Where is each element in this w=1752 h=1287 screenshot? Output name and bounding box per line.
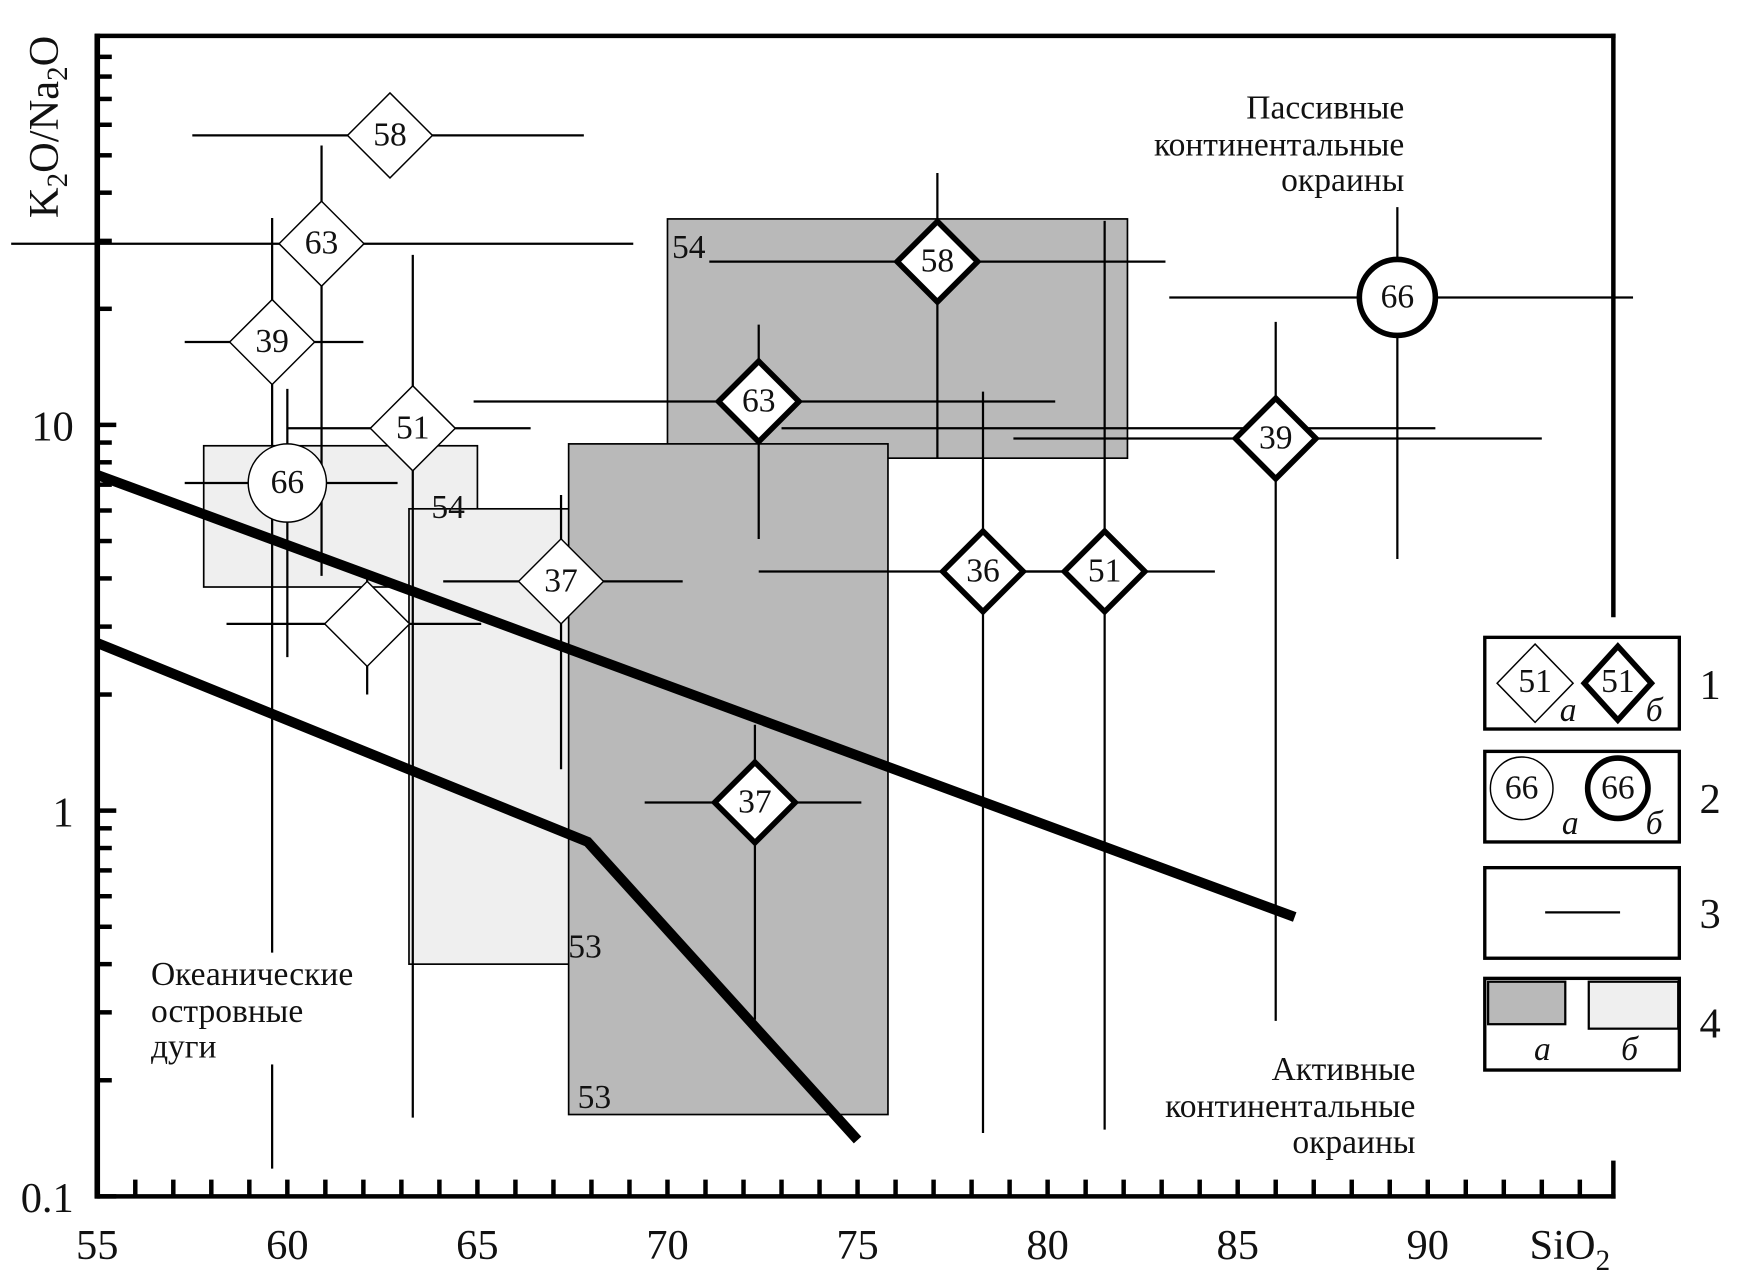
legend-item-3: 3 (1483, 865, 1721, 960)
annotation-passive: Пассивные континентальные окраины (1154, 90, 1404, 200)
legend-number: 1 (1699, 662, 1720, 709)
annotation-oceanic: Океанические островные дуги (143, 952, 367, 1066)
field-label: 53 (578, 1079, 612, 1116)
boundary-line (95, 638, 862, 1144)
field-label: 54 (672, 229, 706, 266)
x-tick-label: 85 (1216, 1222, 1258, 1269)
legend-field-b-swatch (1587, 980, 1680, 1030)
point-label: 51 (1088, 553, 1122, 590)
legend-number: 3 (1699, 891, 1720, 938)
y-tick-label: 1 (53, 789, 74, 836)
legend-sub-b: б (1646, 805, 1664, 842)
annotation-line: островные (151, 993, 303, 1030)
x-tick-label: 70 (646, 1222, 688, 1269)
legend-sample: 66 (1505, 769, 1539, 806)
point-label: 58 (373, 116, 407, 153)
legend-sample: 51 (1601, 663, 1635, 700)
field-label: 54 (431, 489, 465, 526)
legend-item-2: 66 66 а б 2 (1483, 749, 1721, 844)
annotation-line: дуги (151, 1029, 217, 1066)
axes (94, 33, 1616, 1199)
diamond-open-marker (323, 580, 411, 668)
legend-diamond-bold-icon (1580, 642, 1656, 725)
legend-item-1: 51 51 а б 1 (1483, 635, 1721, 731)
annotation-line: Пассивные (1246, 90, 1404, 127)
field-a-rect (567, 443, 889, 1116)
diamond-open-marker (278, 200, 366, 288)
legend-sample: 66 (1601, 769, 1635, 806)
diamond-bold-marker (893, 217, 982, 306)
point-label: 63 (742, 383, 776, 420)
diamond-open-marker (228, 298, 316, 386)
x-axis-label: SiO2 (1530, 1222, 1611, 1277)
legend-circle-open-icon (1489, 756, 1554, 821)
annotation-active: Активные континентальные окраины (1165, 1051, 1415, 1161)
legend-circle-bold-icon (1584, 755, 1651, 822)
legend-number: 4 (1699, 1001, 1720, 1048)
legend-sub-a: а (1560, 692, 1577, 729)
diamond-bold-marker (1060, 527, 1149, 616)
diamond-bold-marker (710, 758, 800, 847)
y-axis-label: K2O/Na2O (21, 36, 74, 218)
x-tick-label: 75 (836, 1222, 878, 1269)
point-label: 66 (1381, 279, 1415, 316)
point-label: 66 (271, 464, 305, 501)
point-label: 63 (305, 225, 339, 262)
diamond-open-marker (346, 91, 434, 179)
x-tick-label: 55 (76, 1222, 118, 1269)
legend-sub-b: б (1646, 692, 1664, 729)
legend-diamond-open-icon (1496, 643, 1575, 724)
circle-bold-marker (1356, 256, 1439, 339)
point-label: 58 (921, 243, 955, 280)
annotation-line: окраины (1281, 162, 1404, 199)
boundaries-layer (95, 470, 1297, 1144)
x-tick-label: 65 (456, 1222, 498, 1269)
legend-number: 2 (1699, 776, 1720, 823)
boundary-line (95, 470, 1297, 922)
point-label: 37 (738, 784, 772, 821)
diamond-open-marker (517, 537, 605, 625)
point-label: 39 (1259, 420, 1293, 457)
legend-field-a-swatch (1487, 980, 1567, 1026)
annotation-line: континентальные (1165, 1088, 1415, 1125)
circle-open-marker (247, 443, 328, 523)
legend-sub-a: а (1562, 805, 1579, 842)
diamond-open-marker (369, 384, 457, 472)
diamond-bold-marker (714, 357, 803, 446)
markers-layer: 58 63 39 51 66 37 58 63 39 36 51 37 66 (228, 91, 1439, 847)
diamond-bold-marker (1231, 394, 1320, 483)
point-label: 51 (396, 409, 430, 446)
ticks-layer: 55 60 65 70 75 80 85 90 0.1 1 10 (21, 54, 1583, 1269)
legend: 51 51 а б 1 66 66 а б 2 3 а б (1483, 635, 1721, 1072)
point-label: 39 (255, 323, 289, 360)
legend-sample: 51 (1518, 663, 1552, 700)
annotation-line: окраины (1292, 1124, 1415, 1161)
y-tick-label: 10 (31, 404, 73, 451)
x-tick-label: 60 (266, 1222, 308, 1269)
annotation-line: континентальные (1154, 126, 1404, 163)
field-label: 53 (568, 928, 602, 965)
annotation-line: Океанические (151, 956, 353, 993)
diamond-bold-marker (938, 527, 1028, 616)
x-tick-label: 90 (1407, 1222, 1449, 1269)
point-label: 37 (544, 562, 578, 599)
x-tick-label: 80 (1026, 1222, 1068, 1269)
point-label: 36 (966, 553, 1000, 590)
annotation-line: Активные (1272, 1051, 1416, 1088)
legend-item-4: а б 4 (1483, 976, 1721, 1072)
legend-sub-a: а (1534, 1031, 1551, 1068)
y-tick-label: 0.1 (21, 1175, 74, 1222)
legend-sub-b: б (1621, 1031, 1639, 1068)
